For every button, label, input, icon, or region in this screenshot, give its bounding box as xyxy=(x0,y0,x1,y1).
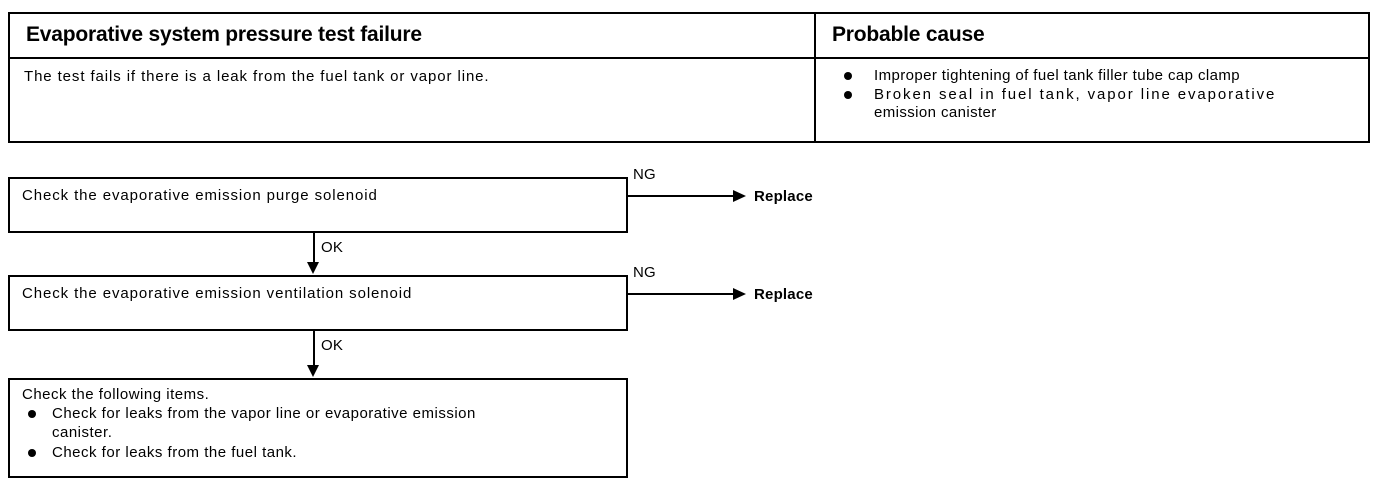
final-step-lead-text: Check the following items. xyxy=(22,386,210,403)
arrow-right-icon xyxy=(733,288,746,300)
cause-line-2: emission canister xyxy=(874,104,997,121)
flow-final-step-box: Check the following items. Check for lea… xyxy=(8,378,628,478)
flow-step-box-1: Check the evaporative emission purge sol… xyxy=(8,177,628,233)
bullet-icon xyxy=(28,449,36,457)
table-header-cell-cause: Probable cause xyxy=(816,14,1368,57)
ok-branch-label-1: OK xyxy=(321,239,344,256)
ok-connector-line-2 xyxy=(313,331,315,367)
ng-connector-line-1 xyxy=(626,195,736,197)
table-body-row: The test fails if there is a leak from t… xyxy=(10,59,1368,141)
list-item: Broken seal in fuel tank, vapor line eva… xyxy=(844,86,1358,122)
flow-step-box-2: Check the evaporative emission ventilati… xyxy=(8,275,628,331)
bullet-icon xyxy=(844,72,852,80)
arrow-down-icon xyxy=(307,262,319,274)
table-header-cause-label: Probable cause xyxy=(832,23,985,46)
cause-line-1: Broken seal in fuel tank, vapor line eva… xyxy=(874,86,1277,103)
list-item: Check for leaks from the fuel tank. xyxy=(24,443,620,462)
flow-step-1-text: Check the evaporative emission purge sol… xyxy=(22,187,378,204)
replace-result-label-2: Replace xyxy=(754,286,813,303)
symptom-description-text: The test fails if there is a leak from t… xyxy=(24,68,490,85)
ok-connector-line-1 xyxy=(313,233,315,265)
check-item-line-2: canister. xyxy=(52,424,113,441)
check-item-line-1: Check for leaks from the vapor line or e… xyxy=(52,405,476,422)
bullet-icon xyxy=(844,91,852,99)
arrow-right-icon xyxy=(733,190,746,202)
table-cell-probable-causes: Improper tightening of fuel tank filler … xyxy=(816,59,1368,141)
flow-step-2-text: Check the evaporative emission ventilati… xyxy=(22,285,413,302)
replace-result-label-1: Replace xyxy=(754,188,813,205)
ng-connector-line-2 xyxy=(626,293,736,295)
table-header-row: Evaporative system pressure test failure… xyxy=(10,14,1368,59)
check-item-line-1: Check for leaks from the fuel tank. xyxy=(52,444,298,461)
probable-cause-list: Improper tightening of fuel tank filler … xyxy=(816,59,1368,122)
list-item: Check for leaks from the vapor line or e… xyxy=(24,404,620,442)
diagnostic-table: Evaporative system pressure test failure… xyxy=(8,12,1370,143)
ng-branch-label-1: NG xyxy=(633,166,656,183)
cause-line-1: Improper tightening of fuel tank filler … xyxy=(874,67,1240,84)
table-header-symptom-label: Evaporative system pressure test failure xyxy=(26,23,422,46)
final-step-check-list: Check for leaks from the vapor line or e… xyxy=(10,403,626,462)
table-header-cell-symptom: Evaporative system pressure test failure xyxy=(10,14,816,57)
arrow-down-icon xyxy=(307,365,319,377)
table-cell-symptom-description: The test fails if there is a leak from t… xyxy=(10,59,816,141)
list-item: Improper tightening of fuel tank filler … xyxy=(844,67,1358,85)
ok-branch-label-2: OK xyxy=(321,337,344,354)
ng-branch-label-2: NG xyxy=(633,264,656,281)
bullet-icon xyxy=(28,410,36,418)
